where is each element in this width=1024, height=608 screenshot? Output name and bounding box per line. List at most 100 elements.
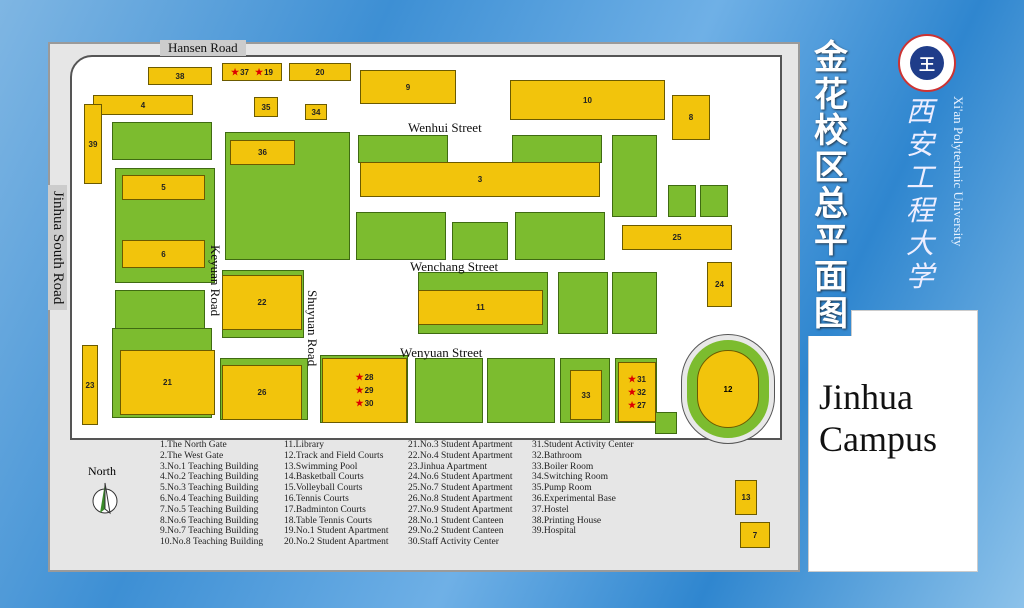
green-area [115, 290, 205, 332]
building[interactable]: 6 [122, 240, 205, 268]
building[interactable]: 20 [289, 63, 351, 81]
green-area [452, 222, 508, 260]
green-area [358, 135, 448, 163]
star-icon: ★ [231, 66, 240, 77]
star-icon: ★ [628, 399, 637, 410]
building-label: ★29 [355, 385, 374, 395]
building[interactable]: 26 [222, 365, 302, 420]
university-name-en: Xi'an Polytechnic University [951, 96, 966, 247]
legend-item: 25.No.7 Student Apartment [408, 483, 513, 494]
legend-item: 17.Badminton Courts [284, 504, 366, 515]
building[interactable]: 22 [222, 275, 302, 330]
legend-item: 4.No.2 Teaching Building [160, 472, 259, 483]
legend-item: 39.Hospital [532, 526, 577, 537]
legend-item: 10.No.8 Teaching Building [160, 537, 264, 548]
star-icon: ★ [355, 398, 364, 408]
road-hansen: Hansen Road [160, 40, 246, 56]
track-field-12[interactable]: 12 [681, 334, 775, 444]
road-keyuan: Keyuan Road [208, 245, 223, 317]
building[interactable]: 33 [570, 370, 602, 420]
building[interactable]: 39 [84, 104, 102, 184]
road-shuyuan: Shuyuan Road [305, 290, 320, 367]
building[interactable]: 10 [510, 80, 665, 120]
building[interactable]: ★37★19 [222, 63, 282, 81]
green-area [112, 122, 212, 160]
building[interactable]: 25 [622, 225, 732, 250]
building-label: ★27 [628, 399, 646, 410]
star-icon: ★ [628, 386, 637, 397]
legend-item: 33.Boiler Room [532, 461, 594, 472]
building[interactable]: 4 [93, 95, 193, 115]
building[interactable]: 24 [707, 262, 732, 307]
green-area [655, 412, 677, 434]
legend-item: 19.No.1 Student Apartment [284, 526, 389, 537]
star-icon: ★ [355, 385, 364, 395]
road-wenhui: Wenhui Street [408, 120, 482, 135]
star-icon: ★ [355, 372, 364, 382]
green-area [512, 135, 602, 163]
green-area [668, 185, 696, 217]
building[interactable]: 36 [230, 140, 295, 165]
building[interactable]: 38 [148, 67, 212, 85]
green-area [612, 272, 657, 334]
legend-item: 1.The North Gate [160, 440, 227, 450]
campus-label-box-tab [851, 310, 978, 337]
north-arrow-icon [92, 482, 118, 515]
building-label: ★31 [628, 373, 646, 384]
building-label: ★30 [355, 398, 374, 408]
legend-item: 37.Hostel [532, 504, 569, 515]
building[interactable]: 11 [418, 290, 543, 325]
legend-item: 18.Table Tennis Courts [284, 515, 372, 526]
building[interactable]: ★31★32★27 [618, 362, 656, 422]
legend-item: 2.The West Gate [160, 450, 224, 461]
legend-item: 23.Jinhua Apartment [408, 461, 488, 472]
legend-item: 20.No.2 Student Apartment [284, 537, 389, 548]
legend-item: 12.Track and Field Courts [284, 450, 384, 461]
legend-item: 36.Experimental Base [532, 493, 616, 504]
legend-item: 15.Volleyball Courts [284, 483, 363, 494]
legend-item: 5.No.3 Teaching Building [160, 483, 259, 494]
building[interactable]: 34 [305, 104, 327, 120]
legend-item: 14.Basketball Courts [284, 472, 364, 483]
legend-item: 38.Printing House [532, 515, 602, 526]
legend-item: 13.Swimming Pool [284, 461, 358, 472]
legend-item: 21.No.3 Student Apartment [408, 440, 513, 450]
building-label: ★19 [255, 66, 273, 77]
building[interactable]: ★28 ★29 ★30 [322, 358, 407, 423]
building[interactable]: 3 [360, 162, 600, 197]
building[interactable]: 13 [735, 480, 757, 515]
green-area [515, 212, 605, 260]
building[interactable]: 7 [740, 522, 770, 548]
legend-item: 7.No.5 Teaching Building [160, 504, 259, 515]
track-inner: 12 [697, 350, 759, 428]
road-wenyuan: Wenyuan Street [400, 345, 483, 360]
green-area [558, 272, 608, 334]
green-area [487, 358, 555, 423]
compass-label: North [88, 464, 116, 478]
star-icon: ★ [628, 373, 637, 384]
building[interactable]: 9 [360, 70, 456, 104]
road-jinhua-south: Jinhua South Road [48, 185, 67, 311]
map-title-cn: 金花校区总平面图 [814, 38, 848, 334]
legend-item: 9.No.7 Teaching Building [160, 526, 259, 537]
building[interactable]: 5 [122, 175, 205, 200]
building[interactable]: 23 [82, 345, 98, 425]
green-area [700, 185, 728, 217]
legend-item: 28.No.1 Student Canteen [408, 515, 504, 526]
campus-label: Jinhua Campus [819, 377, 938, 459]
building[interactable]: 21 [120, 350, 215, 415]
compass: North [88, 464, 122, 519]
green-area [356, 212, 446, 260]
green-area [415, 358, 483, 423]
legend-item: 29.No.2 Student Canteen [408, 526, 504, 537]
legend-item: 31.Student Activity Center [532, 440, 634, 450]
legend-item: 35.Pump Room [532, 483, 592, 494]
legend-item: 3.No.1 Teaching Building [160, 461, 259, 472]
building[interactable]: 35 [254, 97, 278, 117]
building-label: ★28 [355, 372, 374, 382]
building[interactable]: 8 [672, 95, 710, 140]
green-area [612, 135, 657, 217]
